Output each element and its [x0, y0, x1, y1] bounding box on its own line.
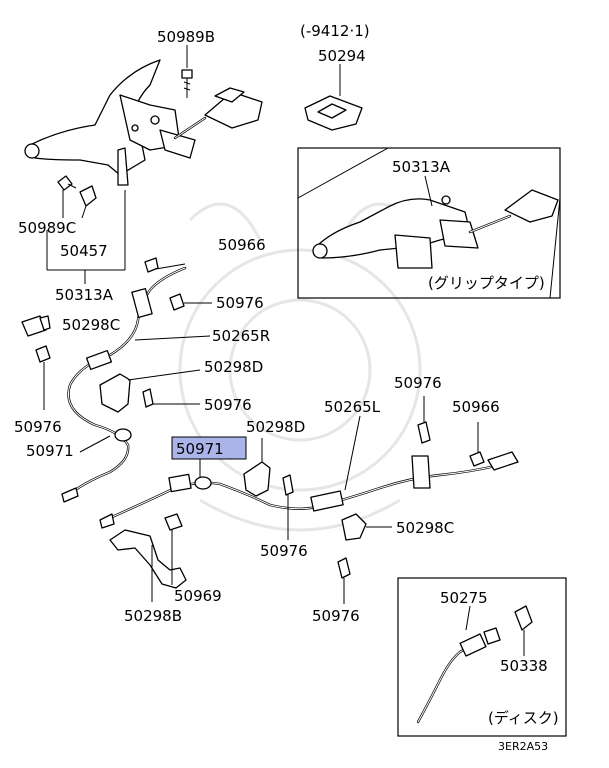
label-50971-highlighted: 50971	[176, 440, 224, 458]
label-50989C: 50989C	[18, 219, 76, 237]
disc-type-caption: (ディスク)	[488, 709, 559, 727]
nut-50969	[164, 513, 183, 585]
clip-50298C-right	[341, 513, 392, 541]
cable-50265L	[99, 415, 519, 529]
clip-50294	[304, 64, 363, 131]
label-50298B: 50298B	[124, 607, 182, 625]
bracket-50457	[79, 185, 97, 219]
disc-type-box	[397, 577, 567, 737]
label-50265L: 50265L	[324, 398, 381, 416]
label-50457: 50457	[60, 242, 108, 260]
label-50294: 50294	[318, 47, 366, 65]
label-50313A: 50313A	[55, 286, 114, 304]
grip-type-box	[297, 147, 561, 299]
label-50971-left: 50971	[26, 442, 74, 460]
label-50976-a: 50976	[216, 294, 264, 312]
bolt-50989C	[57, 175, 77, 191]
highlight-box	[171, 436, 247, 460]
bolt-50976-bottom	[282, 474, 294, 540]
label-50966-top: 50966	[218, 236, 266, 254]
bolt-50976-right	[417, 396, 431, 444]
leader-lines-left	[79, 335, 211, 453]
header-note: (-9412·1)	[300, 22, 370, 40]
clip-50966-top	[144, 257, 159, 273]
cable-equalizer-bracket	[173, 87, 263, 140]
bracket-50298B	[109, 529, 187, 602]
clip-50298C-left	[21, 315, 51, 337]
label-50989B: 50989B	[157, 28, 215, 46]
label-50969: 50969	[174, 587, 222, 605]
label-50298D-mid: 50298D	[246, 418, 305, 436]
label-50298C-left: 50298C	[62, 316, 120, 334]
bolt-50976-left	[35, 345, 51, 410]
footer-code: 3ER2A53	[498, 740, 548, 753]
label-50275: 50275	[440, 589, 488, 607]
bracket-50298D-mid	[243, 438, 271, 497]
bracket-50298D-top	[99, 369, 201, 413]
label-50338: 50338	[500, 657, 548, 675]
bolt-50976-lower	[337, 557, 351, 604]
label-50298C-right: 50298C	[396, 519, 454, 537]
label-50976-left: 50976	[14, 418, 62, 436]
cable-50265R	[61, 263, 187, 503]
handbrake-lever-assembly	[24, 59, 196, 186]
label-50976-right: 50976	[394, 374, 442, 392]
label-50976-bottom: 50976	[260, 542, 308, 560]
label-50976-lower: 50976	[312, 607, 360, 625]
label-50265R: 50265R	[212, 327, 270, 345]
label-50298D-top: 50298D	[204, 358, 263, 376]
label-50313A-box: 50313A	[392, 158, 451, 176]
bolt-50989B	[181, 45, 193, 98]
label-50976-mid: 50976	[204, 396, 252, 414]
bolt-50976-a	[169, 293, 212, 311]
clip-50966-right	[469, 422, 485, 467]
bracket-lines-50313A	[46, 190, 126, 284]
label-50966-right: 50966	[452, 398, 500, 416]
bolt-50976-mid	[142, 388, 200, 408]
grip-type-caption: (グリップタイプ)	[428, 274, 545, 292]
